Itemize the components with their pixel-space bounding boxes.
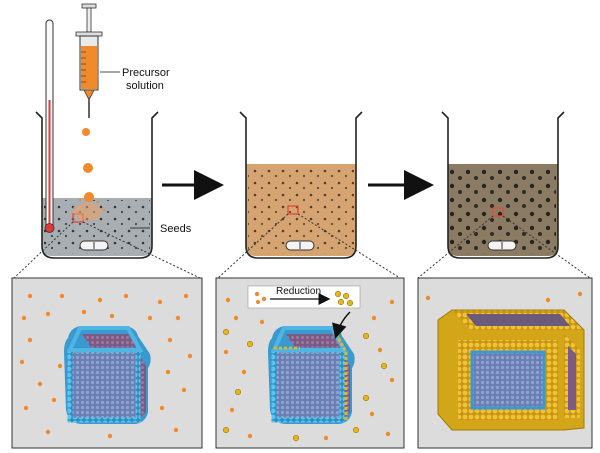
thermometer-icon bbox=[44, 19, 55, 233]
precursor-drop bbox=[83, 163, 93, 173]
beaker-icon bbox=[441, 111, 565, 259]
beaker-2 bbox=[239, 111, 363, 259]
region-marker bbox=[492, 207, 504, 217]
reduction-box bbox=[247, 285, 361, 309]
zoom-panel-1 bbox=[11, 277, 203, 449]
beaker-icon bbox=[35, 111, 159, 259]
syringe-icon bbox=[75, 3, 120, 118]
reduction-label: Reduction bbox=[276, 286, 321, 297]
precursor-label-line2: solution bbox=[126, 80, 164, 92]
beaker-3 bbox=[441, 111, 565, 259]
precursor-label-line1: Precursor bbox=[122, 67, 170, 79]
seeds-label: Seeds bbox=[160, 223, 192, 235]
beaker-icon bbox=[239, 111, 363, 259]
region-marker bbox=[287, 205, 299, 215]
zoom-panel-3 bbox=[417, 277, 593, 449]
zoom-lines bbox=[13, 213, 591, 279]
beaker-1 bbox=[35, 111, 159, 259]
zoom-panel-2: Reduction bbox=[215, 277, 405, 449]
